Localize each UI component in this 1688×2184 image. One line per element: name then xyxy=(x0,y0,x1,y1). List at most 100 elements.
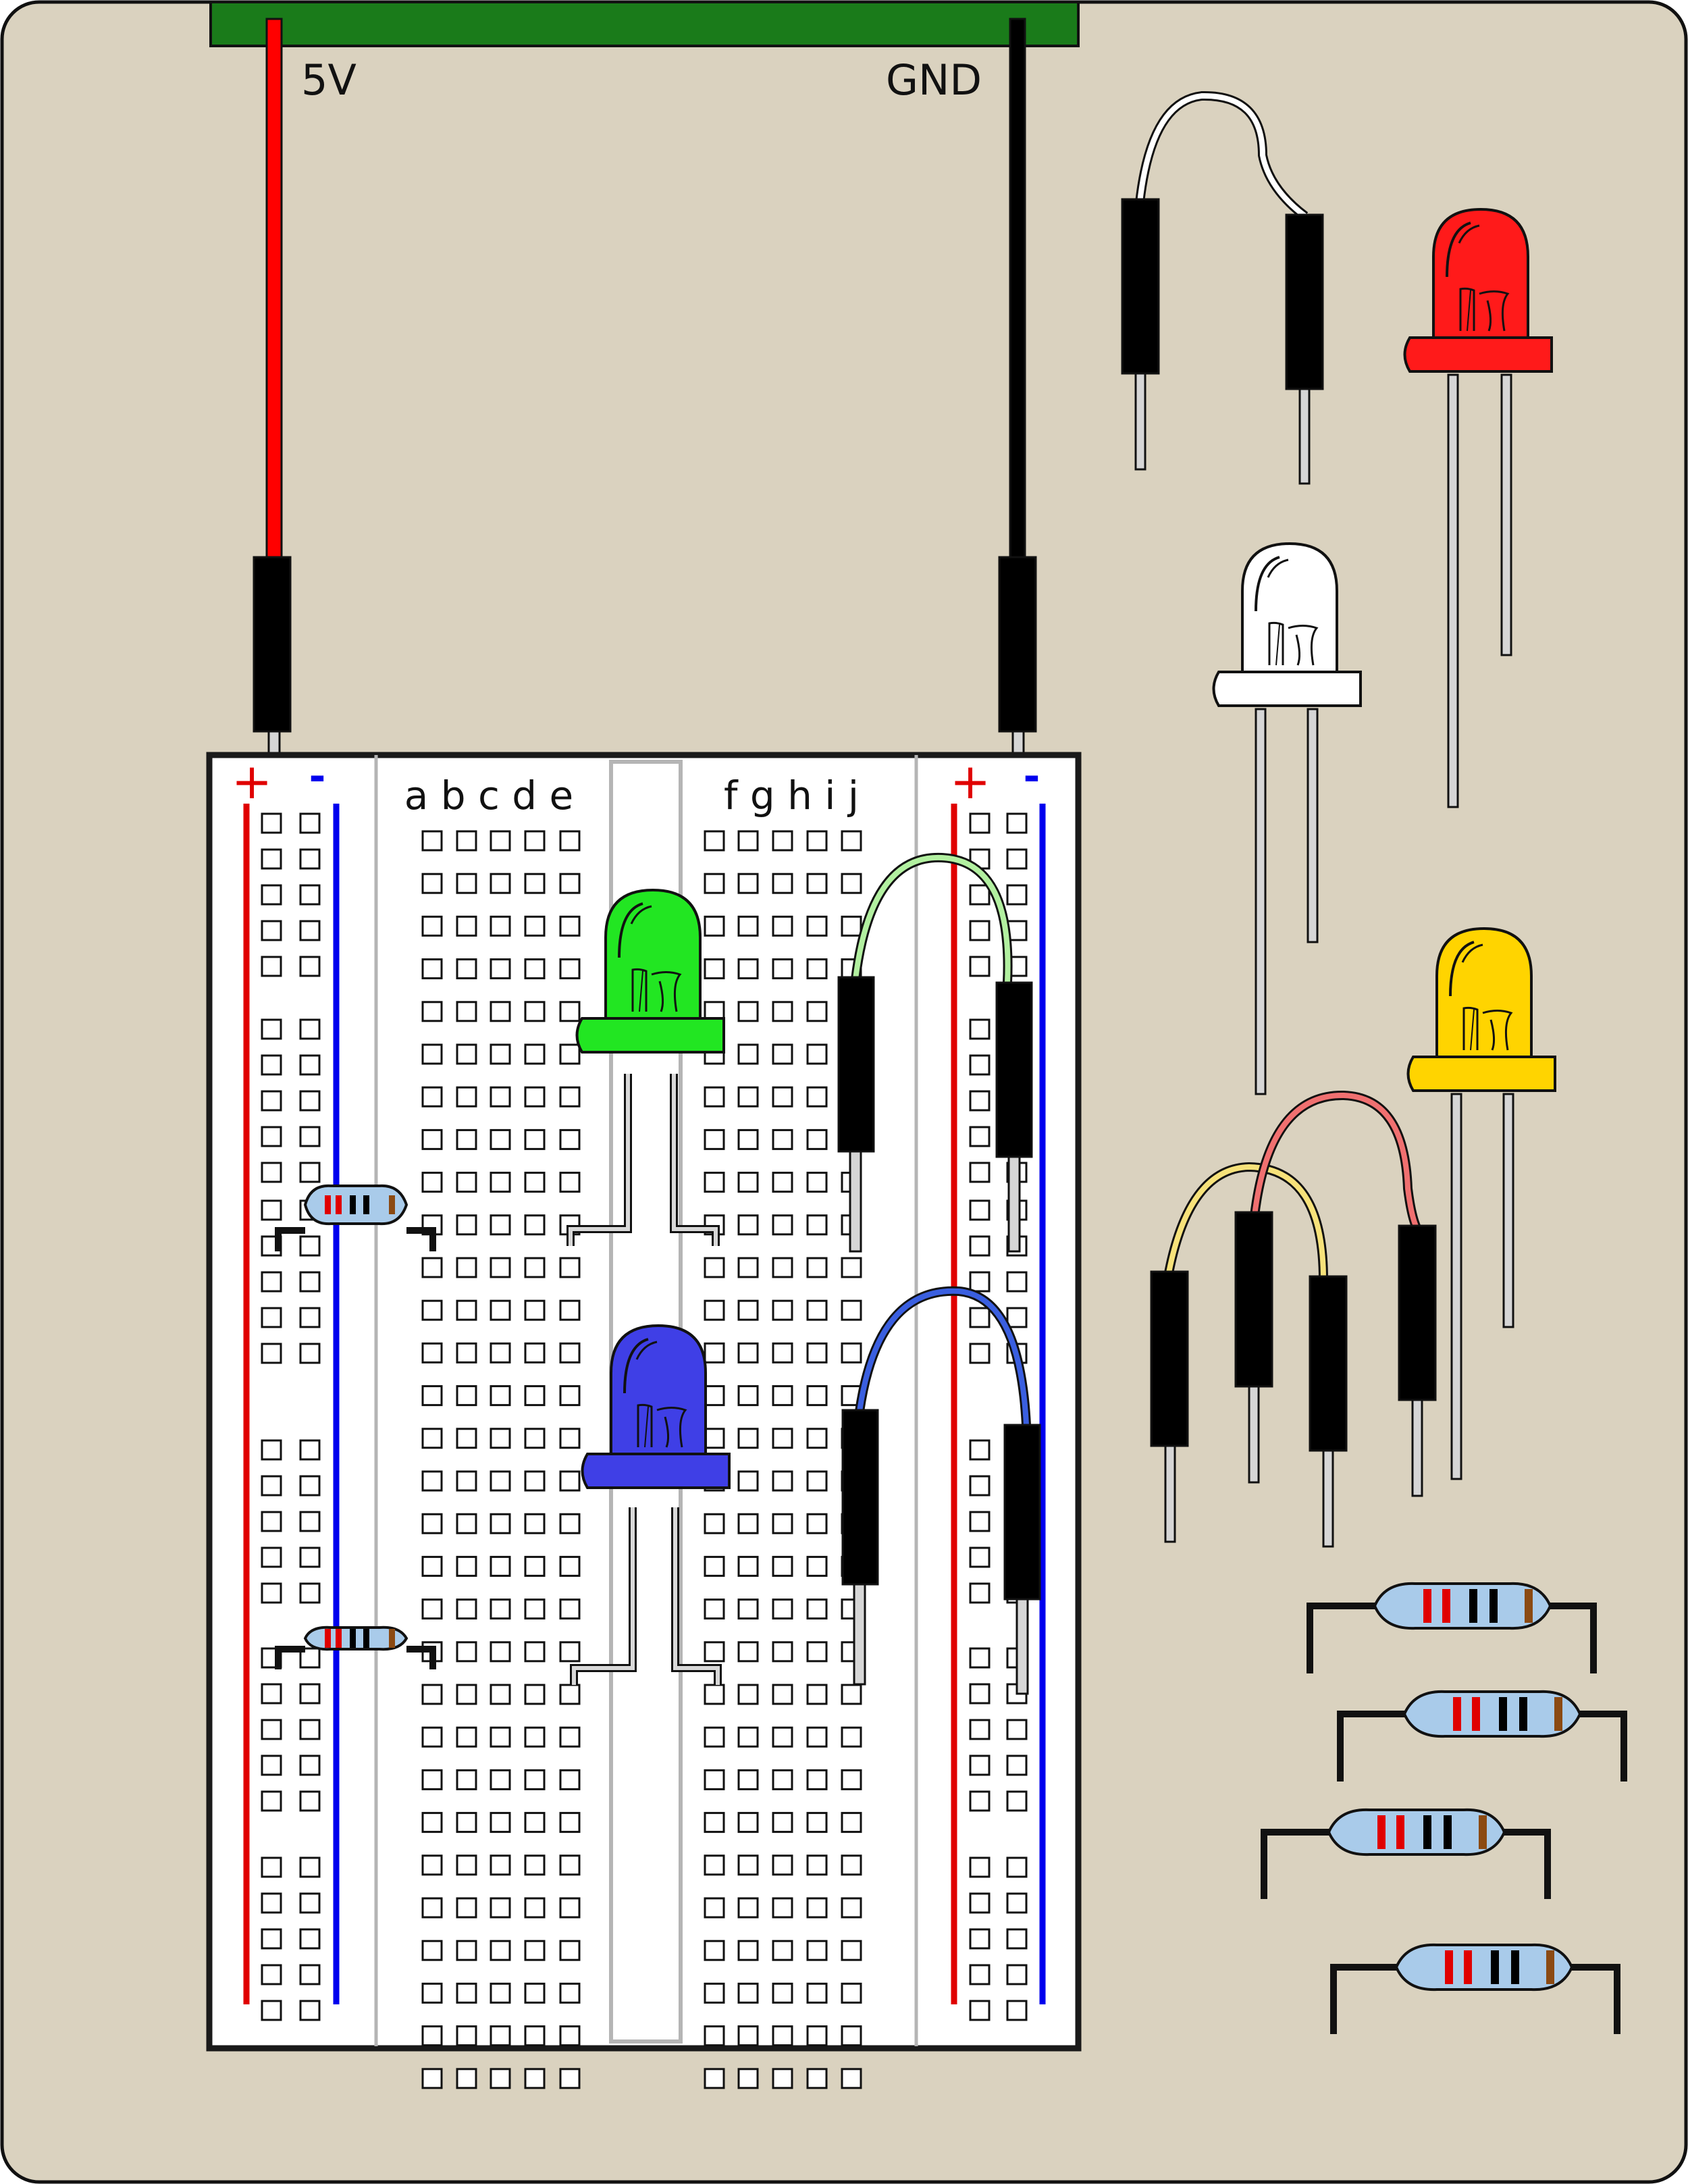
breadboard-hole[interactable] xyxy=(456,1428,477,1449)
breadboard-hole[interactable] xyxy=(524,873,546,894)
breadboard-hole[interactable] xyxy=(524,1940,546,1961)
rail-hole[interactable] xyxy=(299,956,321,977)
breadboard-hole[interactable] xyxy=(559,873,581,894)
breadboard-hole[interactable] xyxy=(559,1555,581,1577)
rail-hole[interactable] xyxy=(299,884,321,906)
breadboard-hole[interactable] xyxy=(421,1299,443,1321)
breadboard-hole[interactable] xyxy=(490,1854,511,1876)
breadboard-hole[interactable] xyxy=(559,1769,581,1790)
breadboard-hole[interactable] xyxy=(524,1470,546,1492)
breadboard-hole[interactable] xyxy=(772,1940,793,1961)
rail-hole[interactable] xyxy=(299,1439,321,1461)
rail-hole[interactable] xyxy=(969,1018,991,1040)
breadboard-hole[interactable] xyxy=(806,1726,828,1748)
breadboard-hole[interactable] xyxy=(806,1812,828,1834)
rail-hole[interactable] xyxy=(969,1511,991,1532)
led-white-icon[interactable] xyxy=(1212,542,1362,1095)
breadboard-hole[interactable] xyxy=(806,1257,828,1278)
breadboard-hole[interactable] xyxy=(524,1726,546,1748)
rail-hole[interactable] xyxy=(969,1054,991,1076)
breadboard-hole[interactable] xyxy=(456,830,477,852)
rail-hole[interactable] xyxy=(299,1054,321,1076)
breadboard-hole[interactable] xyxy=(490,830,511,852)
rail-hole[interactable] xyxy=(969,1546,991,1568)
resistor-placed-top[interactable] xyxy=(275,1184,436,1251)
breadboard-hole[interactable] xyxy=(559,1128,581,1150)
breadboard-hole[interactable] xyxy=(559,2068,581,2089)
breadboard-hole[interactable] xyxy=(806,1897,828,1919)
breadboard-hole[interactable] xyxy=(524,1641,546,1663)
breadboard-hole[interactable] xyxy=(490,1812,511,1834)
rail-hole[interactable] xyxy=(261,812,282,834)
rail-hole[interactable] xyxy=(261,1719,282,1740)
breadboard-hole[interactable] xyxy=(737,915,759,937)
breadboard-hole[interactable] xyxy=(772,1684,793,1705)
breadboard-hole[interactable] xyxy=(772,1043,793,1065)
breadboard-hole[interactable] xyxy=(841,1812,862,1834)
breadboard-hole[interactable] xyxy=(841,915,862,937)
jumper-wire-blue[interactable] xyxy=(841,1286,1041,1695)
spare-resistor[interactable] xyxy=(1337,1690,1627,1782)
breadboard-hole[interactable] xyxy=(421,2068,443,2089)
breadboard-hole[interactable] xyxy=(737,1001,759,1022)
breadboard-hole[interactable] xyxy=(772,1385,793,1407)
breadboard-hole[interactable] xyxy=(806,1598,828,1620)
breadboard-hole[interactable] xyxy=(772,1726,793,1748)
rail-hole[interactable] xyxy=(261,1162,282,1183)
breadboard-hole[interactable] xyxy=(704,958,725,980)
breadboard-hole[interactable] xyxy=(806,1555,828,1577)
breadboard-hole[interactable] xyxy=(806,1172,828,1193)
breadboard-hole[interactable] xyxy=(559,2025,581,2047)
breadboard-hole[interactable] xyxy=(421,1043,443,1065)
breadboard-hole[interactable] xyxy=(559,915,581,937)
breadboard-hole[interactable] xyxy=(772,1086,793,1108)
breadboard-hole[interactable] xyxy=(421,1086,443,1108)
rail-hole[interactable] xyxy=(261,956,282,977)
rail-hole[interactable] xyxy=(261,848,282,870)
breadboard-hole[interactable] xyxy=(737,1428,759,1449)
rail-hole[interactable] xyxy=(969,920,991,941)
breadboard-hole[interactable] xyxy=(456,1726,477,1748)
breadboard-hole[interactable] xyxy=(490,2068,511,2089)
breadboard-holes[interactable] xyxy=(261,812,1028,2089)
breadboard-hole[interactable] xyxy=(841,1897,862,1919)
breadboard-hole[interactable] xyxy=(737,2068,759,2089)
breadboard-hole[interactable] xyxy=(421,1172,443,1193)
breadboard-hole[interactable] xyxy=(456,2025,477,2047)
breadboard-hole[interactable] xyxy=(772,1854,793,1876)
breadboard-hole[interactable] xyxy=(490,2025,511,2047)
breadboard-hole[interactable] xyxy=(456,1043,477,1065)
resistor-placed-bottom[interactable] xyxy=(275,1626,436,1669)
breadboard-hole[interactable] xyxy=(737,1470,759,1492)
breadboard-hole[interactable] xyxy=(456,1342,477,1363)
breadboard-hole[interactable] xyxy=(841,1854,862,1876)
breadboard-hole[interactable] xyxy=(490,1428,511,1449)
breadboard-hole[interactable] xyxy=(704,1555,725,1577)
rail-hole[interactable] xyxy=(261,2000,282,2021)
breadboard-hole[interactable] xyxy=(737,1299,759,1321)
rail-hole[interactable] xyxy=(261,884,282,906)
rail-hole[interactable] xyxy=(261,1683,282,1705)
rail-hole[interactable] xyxy=(261,1964,282,1985)
breadboard-hole[interactable] xyxy=(737,2025,759,2047)
breadboard-hole[interactable] xyxy=(490,958,511,980)
breadboard-hole[interactable] xyxy=(559,830,581,852)
breadboard-hole[interactable] xyxy=(772,1299,793,1321)
breadboard-hole[interactable] xyxy=(737,1897,759,1919)
breadboard-hole[interactable] xyxy=(704,1641,725,1663)
breadboard-hole[interactable] xyxy=(490,915,511,937)
breadboard-hole[interactable] xyxy=(772,830,793,852)
breadboard-hole[interactable] xyxy=(772,1982,793,2004)
breadboard-hole[interactable] xyxy=(806,1385,828,1407)
breadboard-hole[interactable] xyxy=(704,1128,725,1150)
breadboard-hole[interactable] xyxy=(421,2025,443,2047)
breadboard-hole[interactable] xyxy=(559,1172,581,1193)
breadboard-hole[interactable] xyxy=(421,1470,443,1492)
spare-resistor[interactable] xyxy=(1330,1943,1620,2034)
rail-hole[interactable] xyxy=(261,1199,282,1221)
breadboard-hole[interactable] xyxy=(806,915,828,937)
rail-hole[interactable] xyxy=(299,1475,321,1497)
breadboard-hole[interactable] xyxy=(559,1598,581,1620)
breadboard-hole[interactable] xyxy=(456,1299,477,1321)
breadboard-hole[interactable] xyxy=(772,1555,793,1577)
